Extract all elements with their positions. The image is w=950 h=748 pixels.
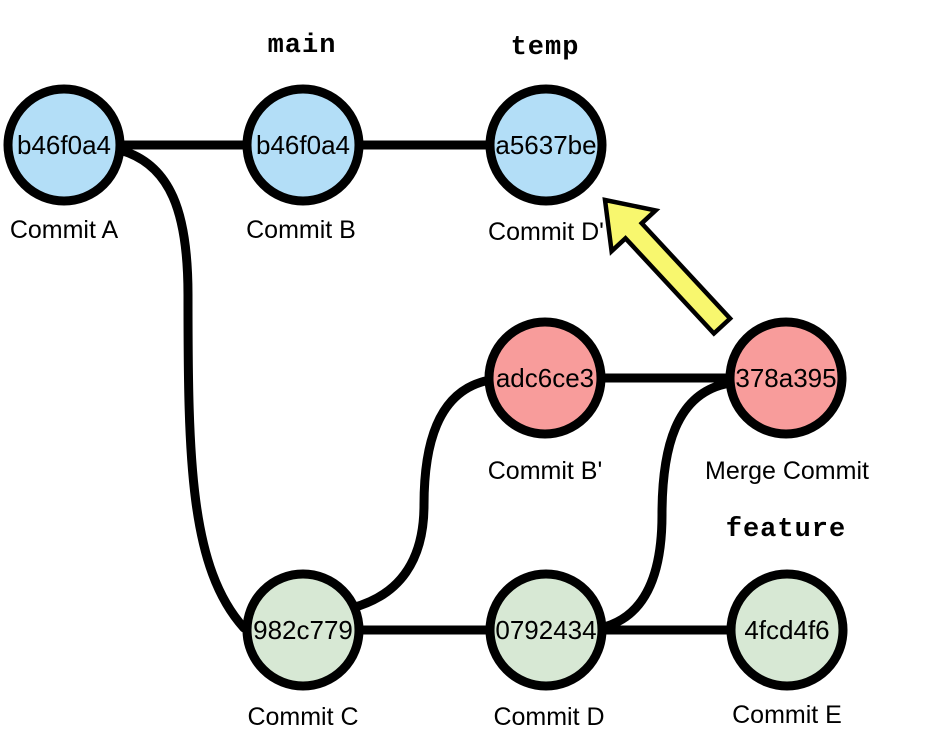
commit-dprime-hash: a5637be bbox=[495, 130, 596, 160]
commit-a-hash: b46f0a4 bbox=[17, 130, 111, 160]
commit-node-b: b46f0a4 Commit B bbox=[242, 84, 364, 244]
commit-e-hash: 4fcd4f6 bbox=[744, 615, 829, 645]
arrow-merge-to-commit-dprime-icon bbox=[602, 197, 734, 337]
commit-node-merge: 378a395 Merge Commit bbox=[705, 317, 869, 485]
commit-d-label: Commit D bbox=[493, 703, 604, 731]
commit-c-circle bbox=[242, 569, 364, 691]
commit-c-label: Commit C bbox=[247, 703, 358, 731]
commit-c-hash: 982c779 bbox=[253, 615, 353, 645]
branch-label-temp: temp bbox=[511, 33, 580, 63]
commit-node-e: 4fcd4f6 Commit E bbox=[726, 569, 848, 729]
commit-d-circle bbox=[485, 569, 607, 691]
branch-label-main: main bbox=[268, 31, 337, 61]
commit-e-circle bbox=[726, 569, 848, 691]
commit-bprime-label: Commit B' bbox=[488, 457, 603, 485]
commit-b-circle bbox=[242, 84, 364, 206]
edge-commit-a-to-c-curve bbox=[111, 144, 249, 633]
commit-dprime-label: Commit D' bbox=[488, 218, 604, 246]
commit-node-c: 982c779 Commit C bbox=[242, 569, 364, 731]
commit-node-d: 0792434 Commit D bbox=[485, 569, 607, 731]
edge-commit-d-to-merge-curve bbox=[595, 378, 735, 633]
branch-label-feature: feature bbox=[726, 515, 846, 545]
commit-node-bprime: adc6ce3 Commit B' bbox=[484, 317, 606, 485]
merge-commit-label: Merge Commit bbox=[705, 457, 869, 485]
commit-d-hash: 0792434 bbox=[495, 615, 596, 645]
merge-commit-circle bbox=[725, 317, 847, 439]
merge-commit-hash: 378a395 bbox=[735, 363, 836, 393]
commit-bprime-circle bbox=[484, 317, 606, 439]
commit-bprime-hash: adc6ce3 bbox=[496, 363, 594, 393]
commit-dprime-circle bbox=[485, 84, 607, 206]
commit-a-circle bbox=[3, 84, 125, 206]
commit-node-dprime: a5637be Commit D' bbox=[485, 84, 607, 246]
edge-commit-c-to-bprime-curve bbox=[347, 375, 495, 613]
commit-node-a: b46f0a4 Commit A bbox=[3, 84, 125, 244]
commit-b-hash: b46f0a4 bbox=[256, 130, 350, 160]
commit-e-label: Commit E bbox=[732, 701, 842, 729]
commit-b-label: Commit B bbox=[246, 216, 356, 244]
commit-a-label: Commit A bbox=[10, 216, 119, 244]
